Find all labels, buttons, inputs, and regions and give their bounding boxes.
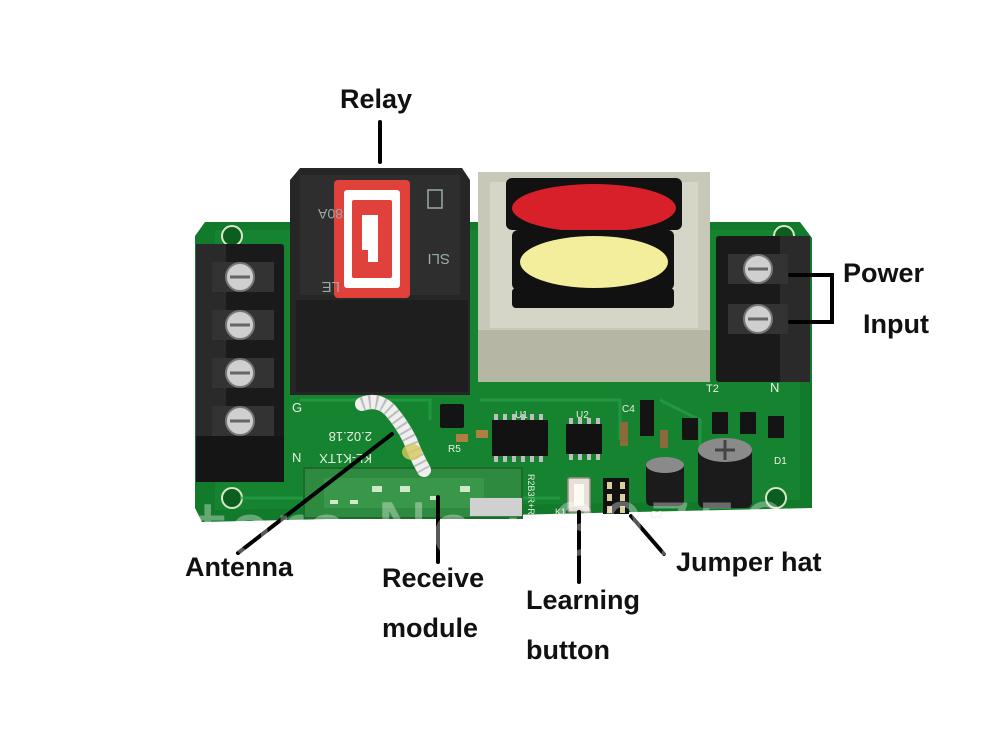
ic-u1	[492, 414, 548, 462]
right-terminal-block	[716, 236, 810, 382]
receive-label-line1: Receive	[382, 563, 485, 593]
silk-r5: R5	[448, 444, 461, 455]
power-label-line1: Power	[843, 258, 925, 288]
silk-d1: D1	[774, 456, 787, 467]
silk-n-right: N	[770, 380, 779, 395]
transformer	[478, 172, 710, 382]
jumper-header	[603, 478, 629, 514]
antenna-spring	[355, 395, 431, 477]
relay-marking: 80A	[317, 206, 343, 222]
relay: 80A SLI LE	[290, 168, 470, 395]
capacitor-large	[698, 438, 752, 508]
power-label-line2: Input	[863, 309, 929, 339]
transformer-coil-yellow	[520, 236, 668, 288]
relay-sticker	[334, 180, 410, 298]
transformer-coil-red	[512, 184, 676, 232]
receive-module	[303, 467, 523, 519]
antenna-leader-line	[236, 432, 394, 555]
capacitor-small	[646, 457, 684, 506]
silk-c4: C4	[622, 404, 635, 415]
silk-n-left: N	[292, 450, 301, 465]
silk-g: G	[292, 400, 302, 415]
silk-version: 2.02.18	[329, 429, 372, 444]
learning-label-line1: Learning	[526, 585, 641, 615]
screw-terminal	[212, 406, 274, 436]
jumper-leader-line	[629, 514, 666, 556]
jumper-label: Jumper hat	[676, 547, 822, 577]
silk-r-label: R2B3R+R	[526, 474, 536, 515]
antenna-label: Antenna	[185, 552, 293, 582]
relay-label: Relay	[340, 84, 413, 114]
screw-terminal	[212, 358, 274, 388]
mounting-hole	[221, 225, 243, 247]
left-terminal-block	[196, 244, 284, 482]
silk-model: KL-K1TX	[319, 451, 372, 466]
silk-k1: K1	[555, 507, 566, 517]
screw-terminal	[728, 304, 788, 334]
silk-t2: T2	[706, 383, 719, 395]
power-bracket	[788, 273, 834, 324]
watermark-text: Store No.: 80759	[150, 488, 791, 572]
screw-terminal	[212, 262, 274, 292]
screw-terminal	[728, 254, 788, 284]
mounting-hole	[765, 487, 787, 509]
learning-label-line2: button	[526, 635, 610, 665]
smd-components	[440, 400, 784, 448]
ic-u2	[566, 418, 602, 460]
screw-terminal	[212, 310, 274, 340]
leader-lines	[236, 120, 834, 584]
silk-c2: C2	[650, 510, 663, 521]
relay-marking: SLI	[427, 250, 450, 267]
relay-marking: LE	[322, 278, 340, 295]
receive-label-line2: module	[382, 613, 479, 643]
silk-u2: U2	[576, 410, 589, 421]
